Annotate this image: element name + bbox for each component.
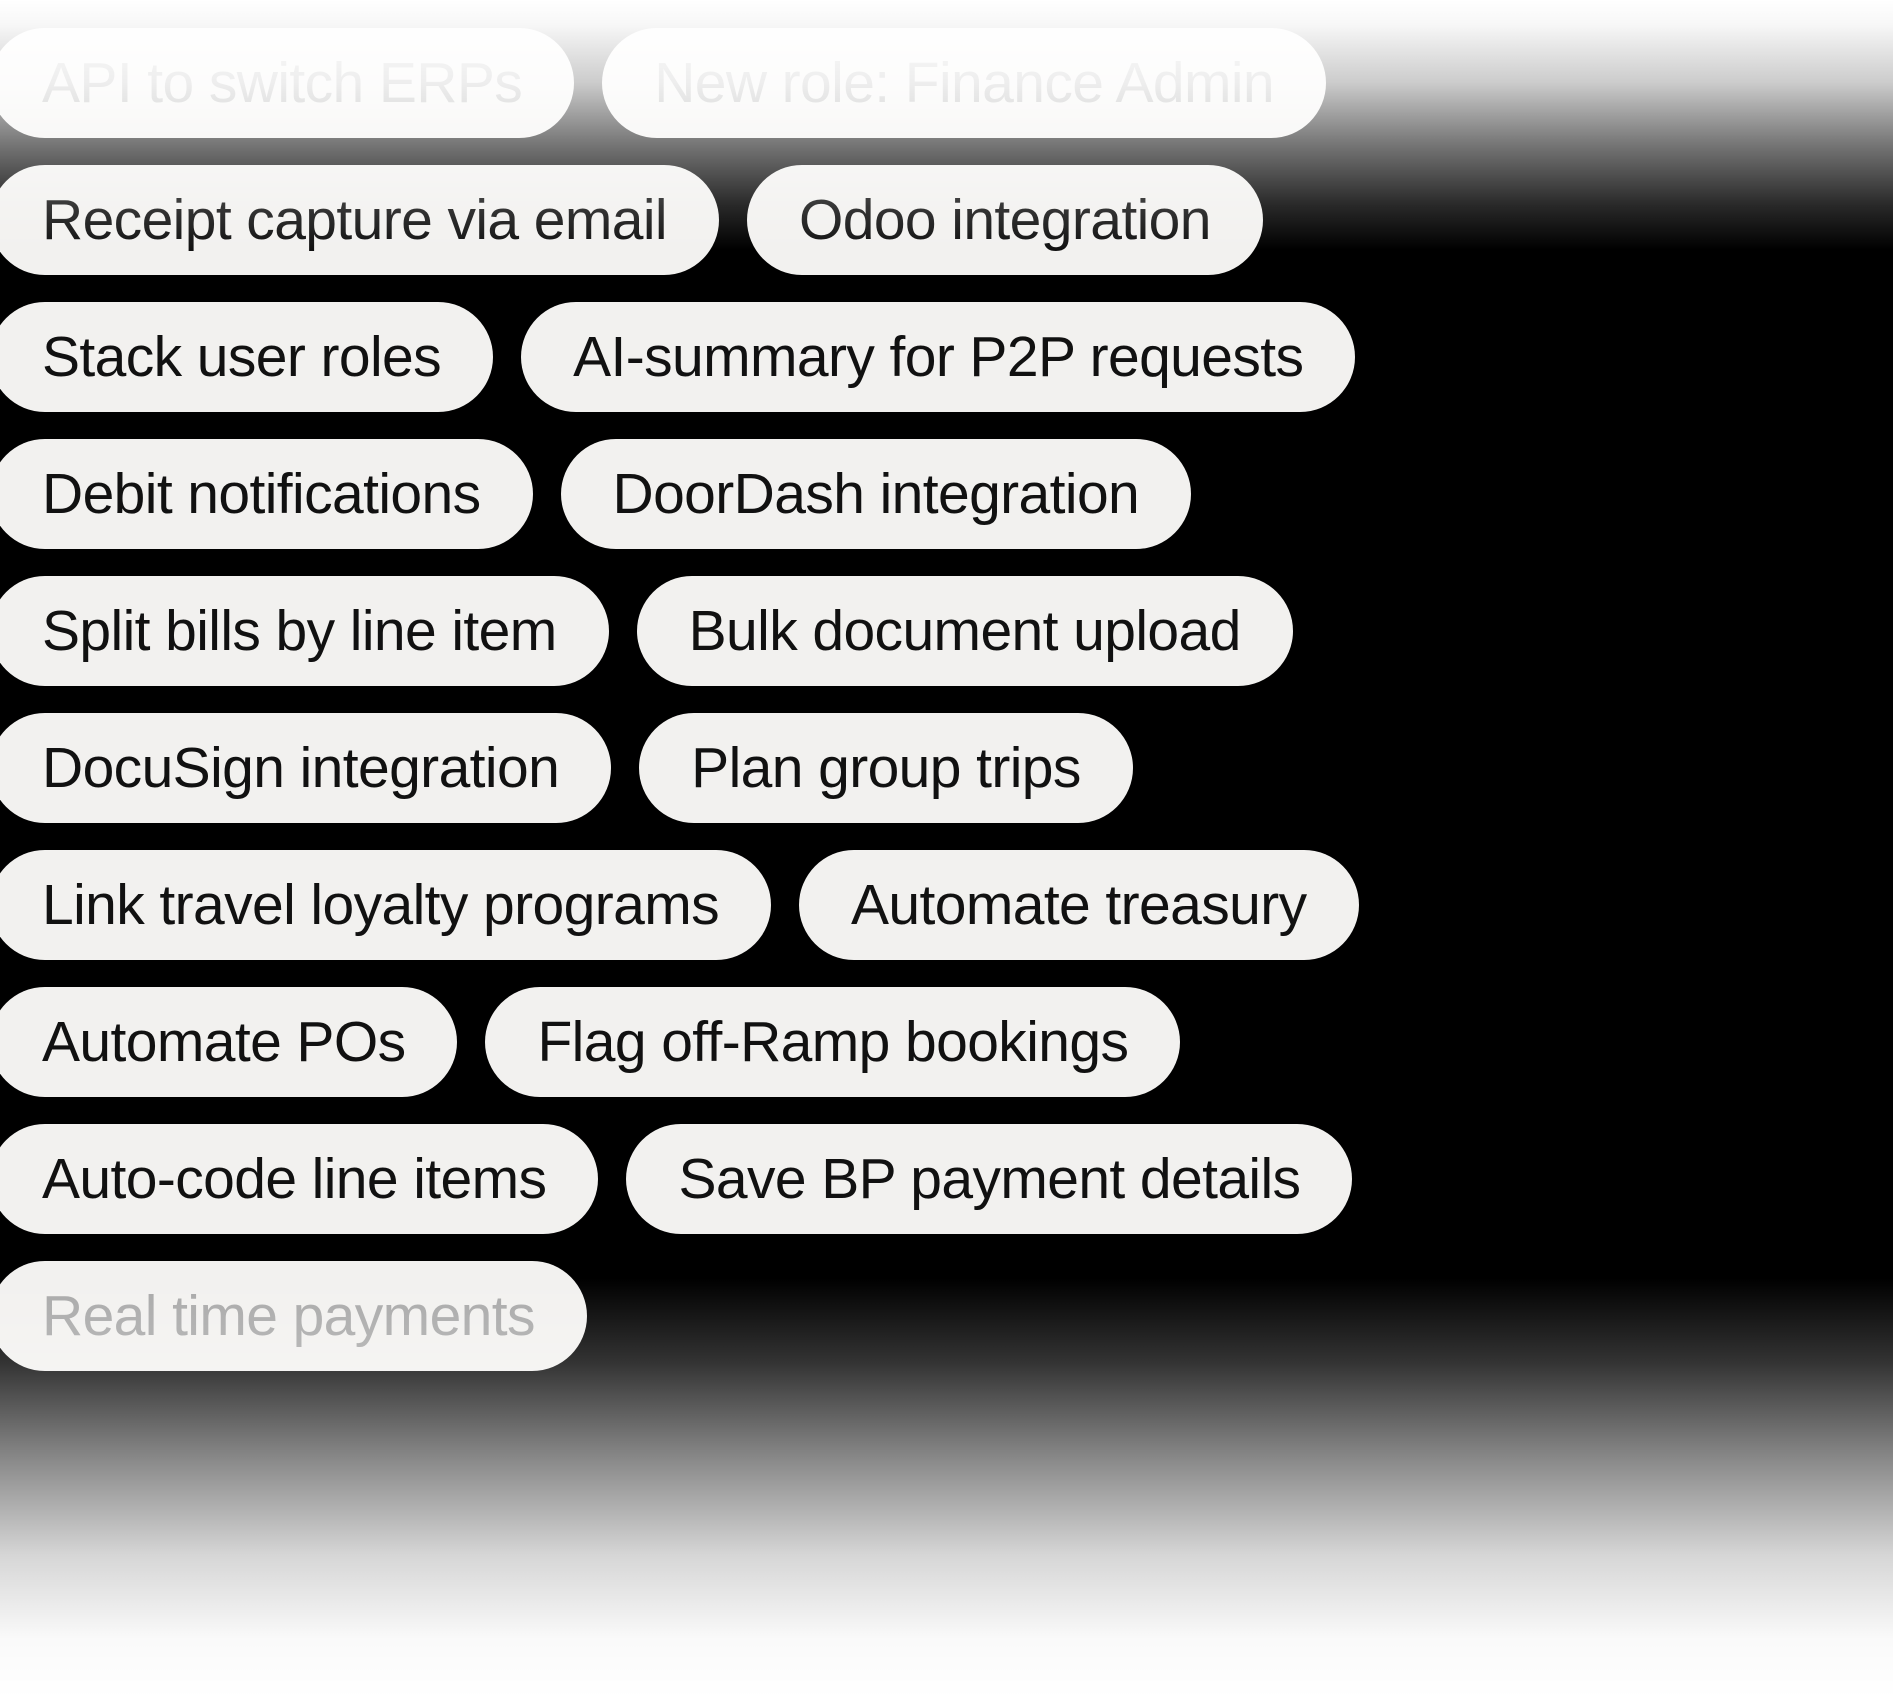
feature-tag-pill[interactable]: Stack user roles <box>0 302 494 412</box>
feature-tag-label: Odoo integration <box>798 187 1211 252</box>
feature-tag-label: Bulk document upload <box>688 598 1242 663</box>
feature-tag-label: Plan group trips <box>691 735 1081 800</box>
pill-row: Automate POs Flag off-Ramp bookings <box>0 987 1893 1097</box>
pill-row: API to switch ERPs New role: Finance Admi… <box>0 28 1893 138</box>
feature-tag-label: Flag off-Ramp bookings <box>537 1009 1129 1074</box>
feature-tag-label: Stack user roles <box>42 324 442 389</box>
feature-tag-pill[interactable]: Link travel loyalty programs <box>0 850 771 960</box>
feature-tag-pill[interactable]: DoorDash integration <box>560 439 1192 549</box>
feature-tag-label: Auto-code line items <box>42 1146 547 1211</box>
feature-tag-pill[interactable]: AI-summary for P2P requests <box>521 302 1356 412</box>
feature-tag-pill[interactable]: Debit notifications <box>0 439 533 549</box>
feature-tag-label: Debit notifications <box>42 461 481 526</box>
feature-tag-pill[interactable]: Plan group trips <box>639 713 1133 823</box>
feature-tag-pill[interactable]: Real time payments <box>0 1261 587 1371</box>
feature-tag-label: Save BP payment details <box>678 1146 1301 1211</box>
feature-tag-label: Split bills by line item <box>42 598 557 663</box>
feature-tag-pill[interactable]: Save BP payment details <box>626 1124 1353 1234</box>
feature-tag-pill[interactable]: DocuSign integration <box>0 713 612 823</box>
feature-tag-pill[interactable]: Flag off-Ramp bookings <box>485 987 1181 1097</box>
feature-tag-label: Real time payments <box>42 1283 536 1348</box>
pill-row: Receipt capture via email Odoo integratio… <box>0 165 1893 275</box>
feature-tag-label: DoorDash integration <box>612 461 1140 526</box>
feature-tag-pill[interactable]: Receipt capture via email <box>0 165 719 275</box>
feature-tag-label: Automate POs <box>42 1009 406 1074</box>
pill-row: Auto-code line items Save BP payment deta… <box>0 1124 1893 1234</box>
feature-tag-pill[interactable]: New role: Finance Admin <box>602 28 1327 138</box>
feature-tag-label: New role: Finance Admin <box>654 50 1275 115</box>
feature-tag-pill[interactable]: Automate treasury <box>798 850 1359 960</box>
feature-tag-label: Link travel loyalty programs <box>42 872 720 937</box>
feature-tag-pill[interactable]: Split bills by line item <box>0 576 609 686</box>
pill-row: Stack user roles AI-summary for P2P reque… <box>0 302 1893 412</box>
feature-tag-label: Receipt capture via email <box>42 187 668 252</box>
feature-tag-pill[interactable]: Bulk document upload <box>636 576 1293 686</box>
pill-row: Link travel loyalty programs Automate tre… <box>0 850 1893 960</box>
feature-tag-pill[interactable]: Odoo integration <box>746 165 1263 275</box>
pill-row: Real time payments <box>0 1261 1893 1371</box>
pill-row: DocuSign integration Plan group trips <box>0 713 1893 823</box>
feature-tag-label: DocuSign integration <box>42 735 560 800</box>
feature-tag-label: API to switch ERPs <box>42 50 523 115</box>
feature-tag-pill[interactable]: Auto-code line items <box>0 1124 599 1234</box>
pill-row: Split bills by line item Bulk document up… <box>0 576 1893 686</box>
feature-tag-label: Automate treasury <box>850 872 1307 937</box>
feature-tag-pill[interactable]: Automate POs <box>0 987 458 1097</box>
pill-row: Debit notifications DoorDash integration <box>0 439 1893 549</box>
feature-tag-label: AI-summary for P2P requests <box>573 324 1304 389</box>
feature-tag-pill[interactable]: API to switch ERPs <box>0 28 575 138</box>
